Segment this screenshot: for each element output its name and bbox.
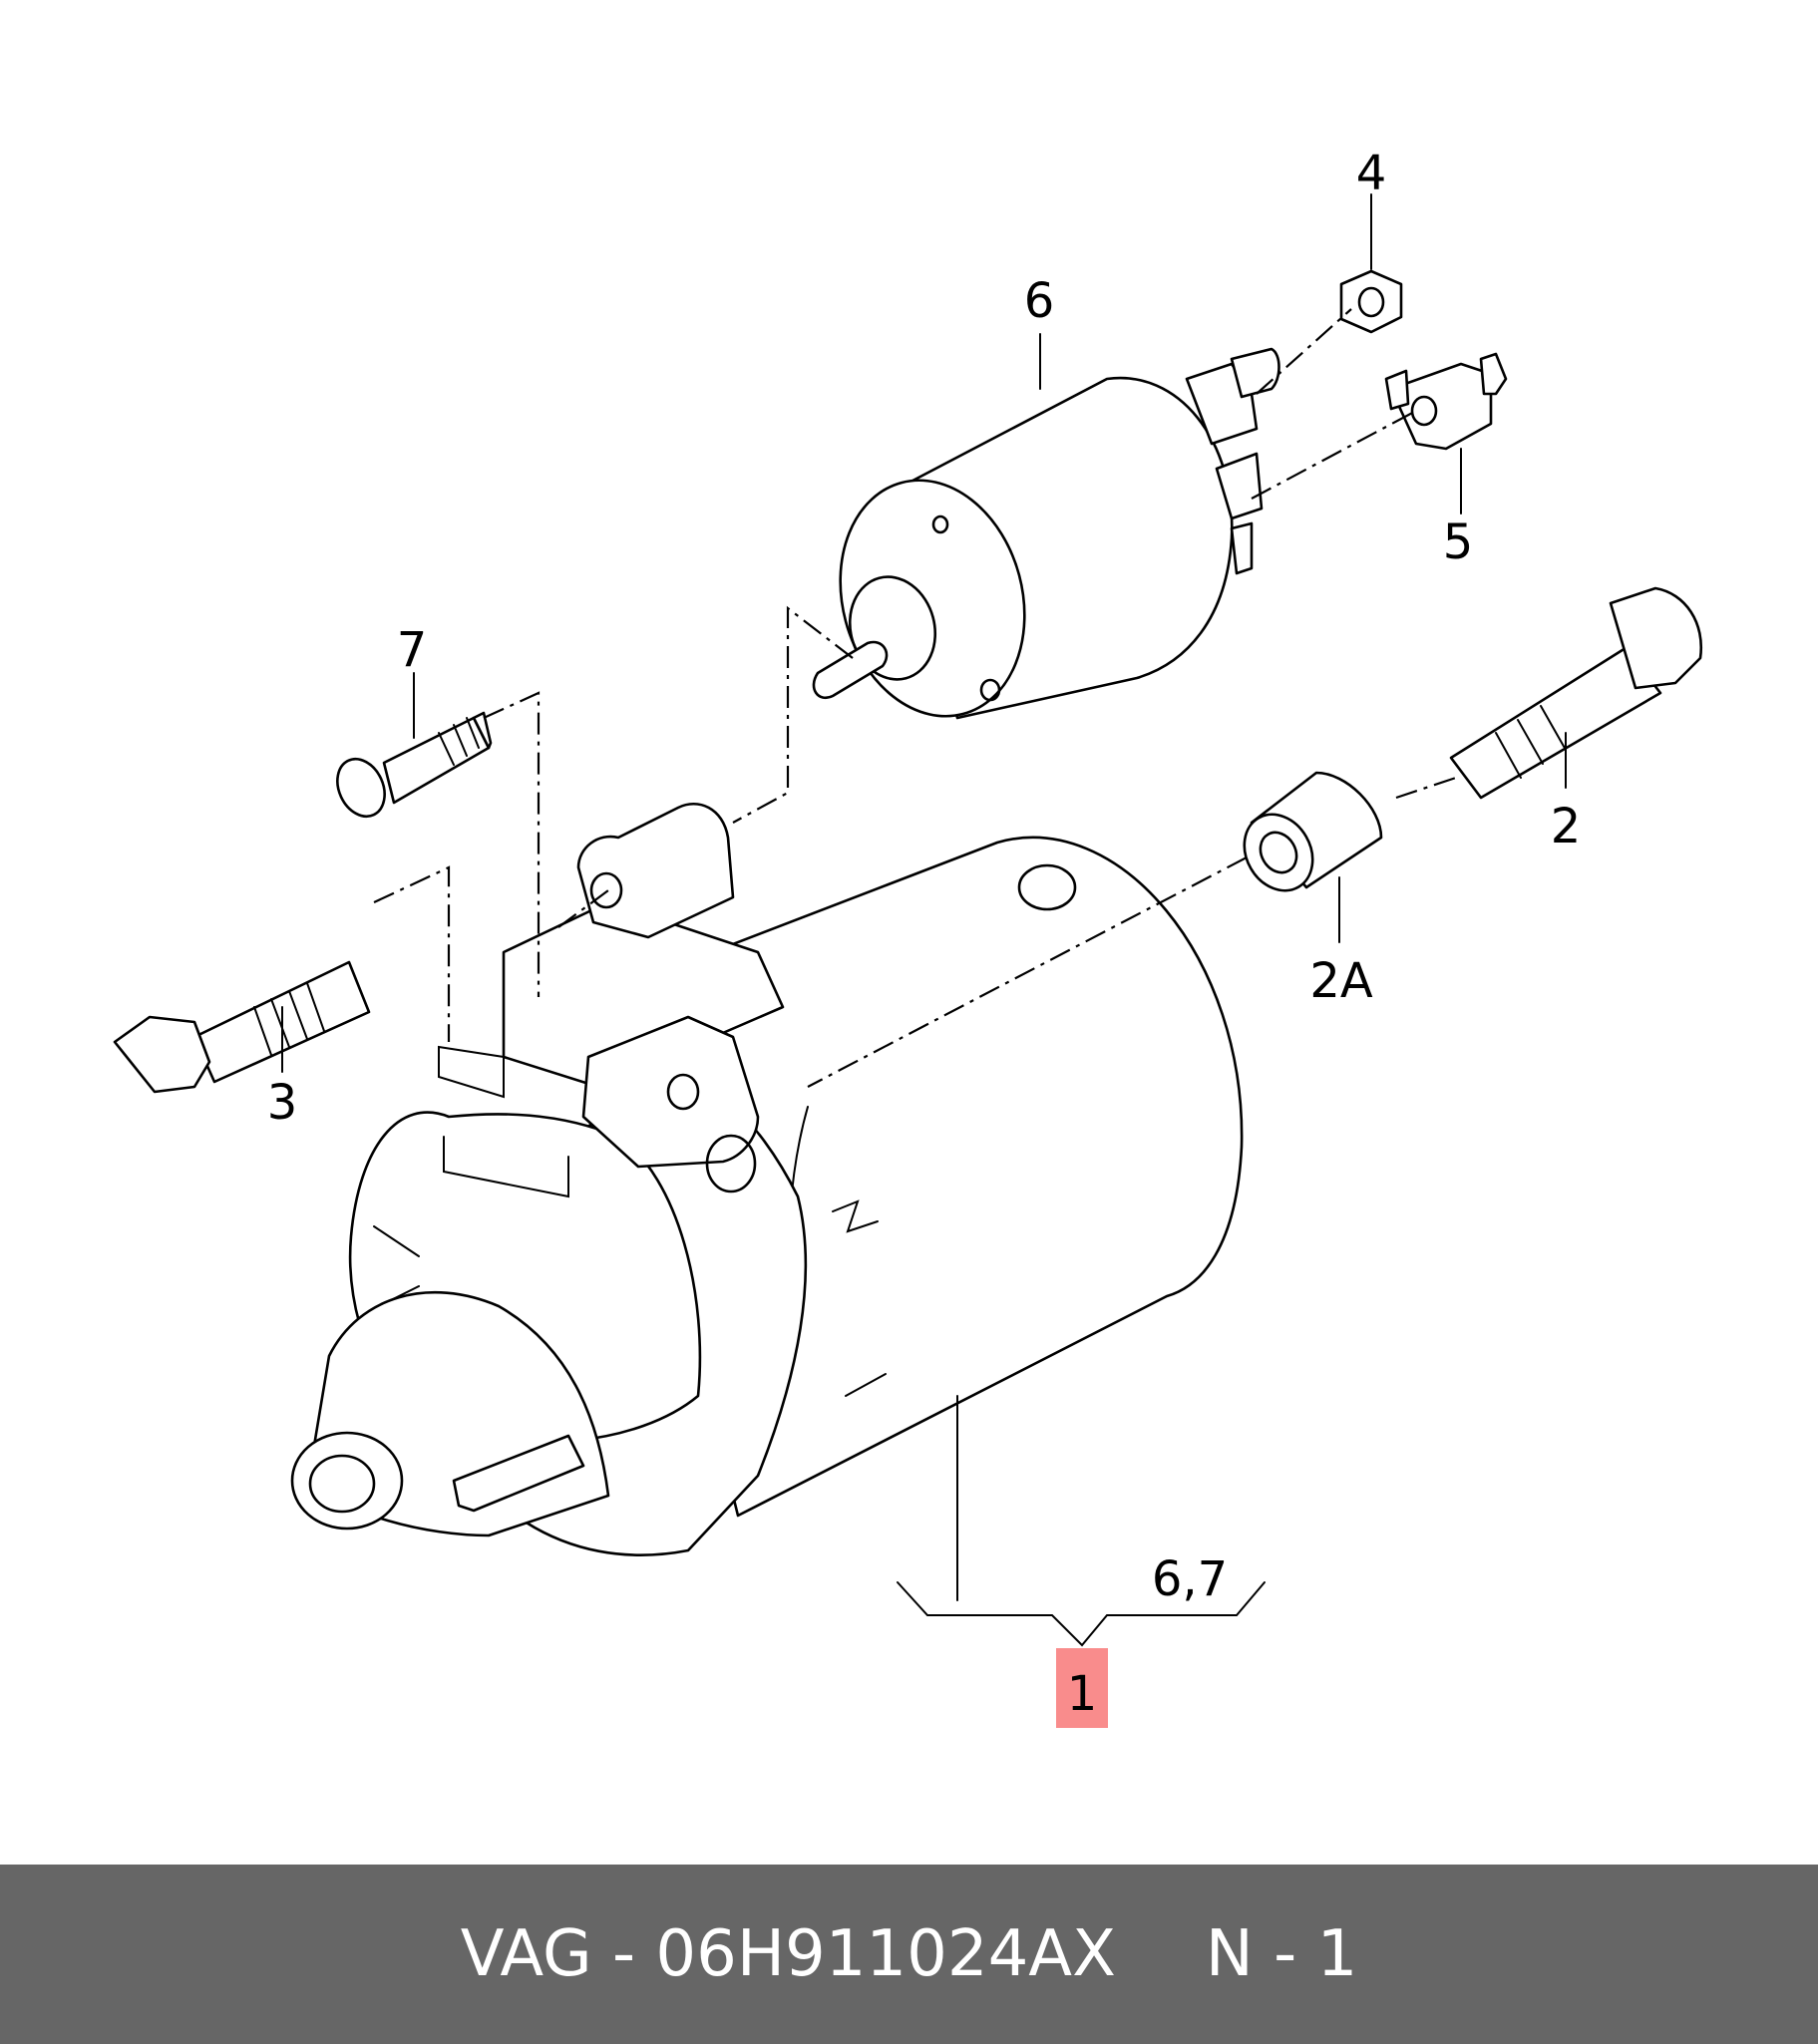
terminal-drawing: [1384, 352, 1508, 451]
part-number-footer: VAG - 06H911024AX N - 1: [0, 1865, 1818, 2044]
callout-3: 3: [267, 1075, 298, 1131]
bolt-3-drawing: [113, 960, 371, 1094]
callout-5: 5: [1443, 514, 1474, 570]
callout-6: 6: [1024, 273, 1055, 329]
bolt-2-drawing: [1449, 586, 1703, 800]
assembly-lines: [373, 308, 1457, 1088]
quantity-label: N - 1: [1205, 1917, 1358, 1991]
exploded-parts-diagram: 1 2 2A 3 4 5 6 7 6,7: [113, 146, 1703, 1728]
callout-1-highlight: [1056, 1648, 1108, 1728]
callout-2: 2: [1551, 799, 1582, 854]
screw-drawing: [336, 711, 493, 819]
nut-drawing: [1339, 269, 1403, 334]
callout-1: 1: [1067, 1666, 1098, 1722]
part-number-label: VAG - 06H911024AX: [460, 1917, 1116, 1991]
starter-motor-drawing: [290, 802, 1244, 1556]
callout-4: 4: [1356, 146, 1387, 201]
bushing-drawing: [1243, 771, 1383, 892]
callout-6-7: 6,7: [1152, 1551, 1228, 1607]
callout-7: 7: [397, 622, 428, 678]
solenoid-switch-drawing: [812, 347, 1280, 720]
callout-2a: 2A: [1309, 953, 1373, 1009]
leader-lines: [281, 193, 1567, 1647]
